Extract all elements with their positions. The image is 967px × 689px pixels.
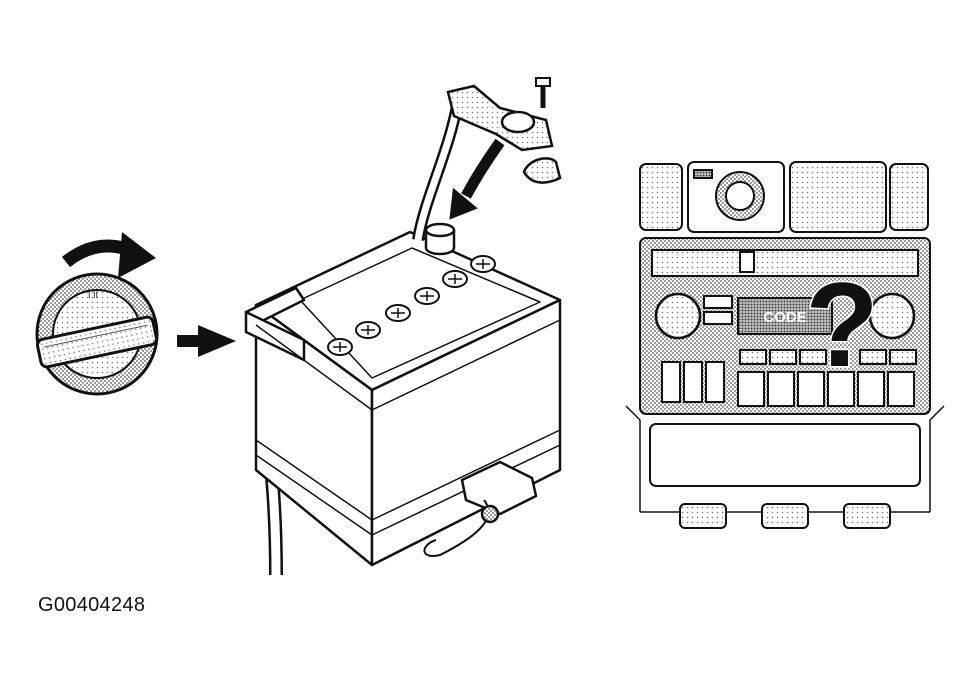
- battery-cable: [412, 77, 562, 241]
- question-mark-icon: ?: [804, 257, 880, 394]
- rotate-arrow-icon: [61, 232, 156, 278]
- down-arrow-icon: [449, 138, 505, 220]
- display-code-text: CODE: [763, 309, 806, 326]
- figure-id-label: G00404248: [38, 594, 146, 616]
- svg-text:I II: I II: [88, 290, 98, 300]
- battery-icon: [244, 222, 562, 576]
- radio-panel: [625, 161, 945, 529]
- question-mark-glyph: ?: [805, 258, 878, 392]
- right-arrow-icon: [177, 325, 236, 357]
- ignition-key-icon: I II: [35, 272, 159, 396]
